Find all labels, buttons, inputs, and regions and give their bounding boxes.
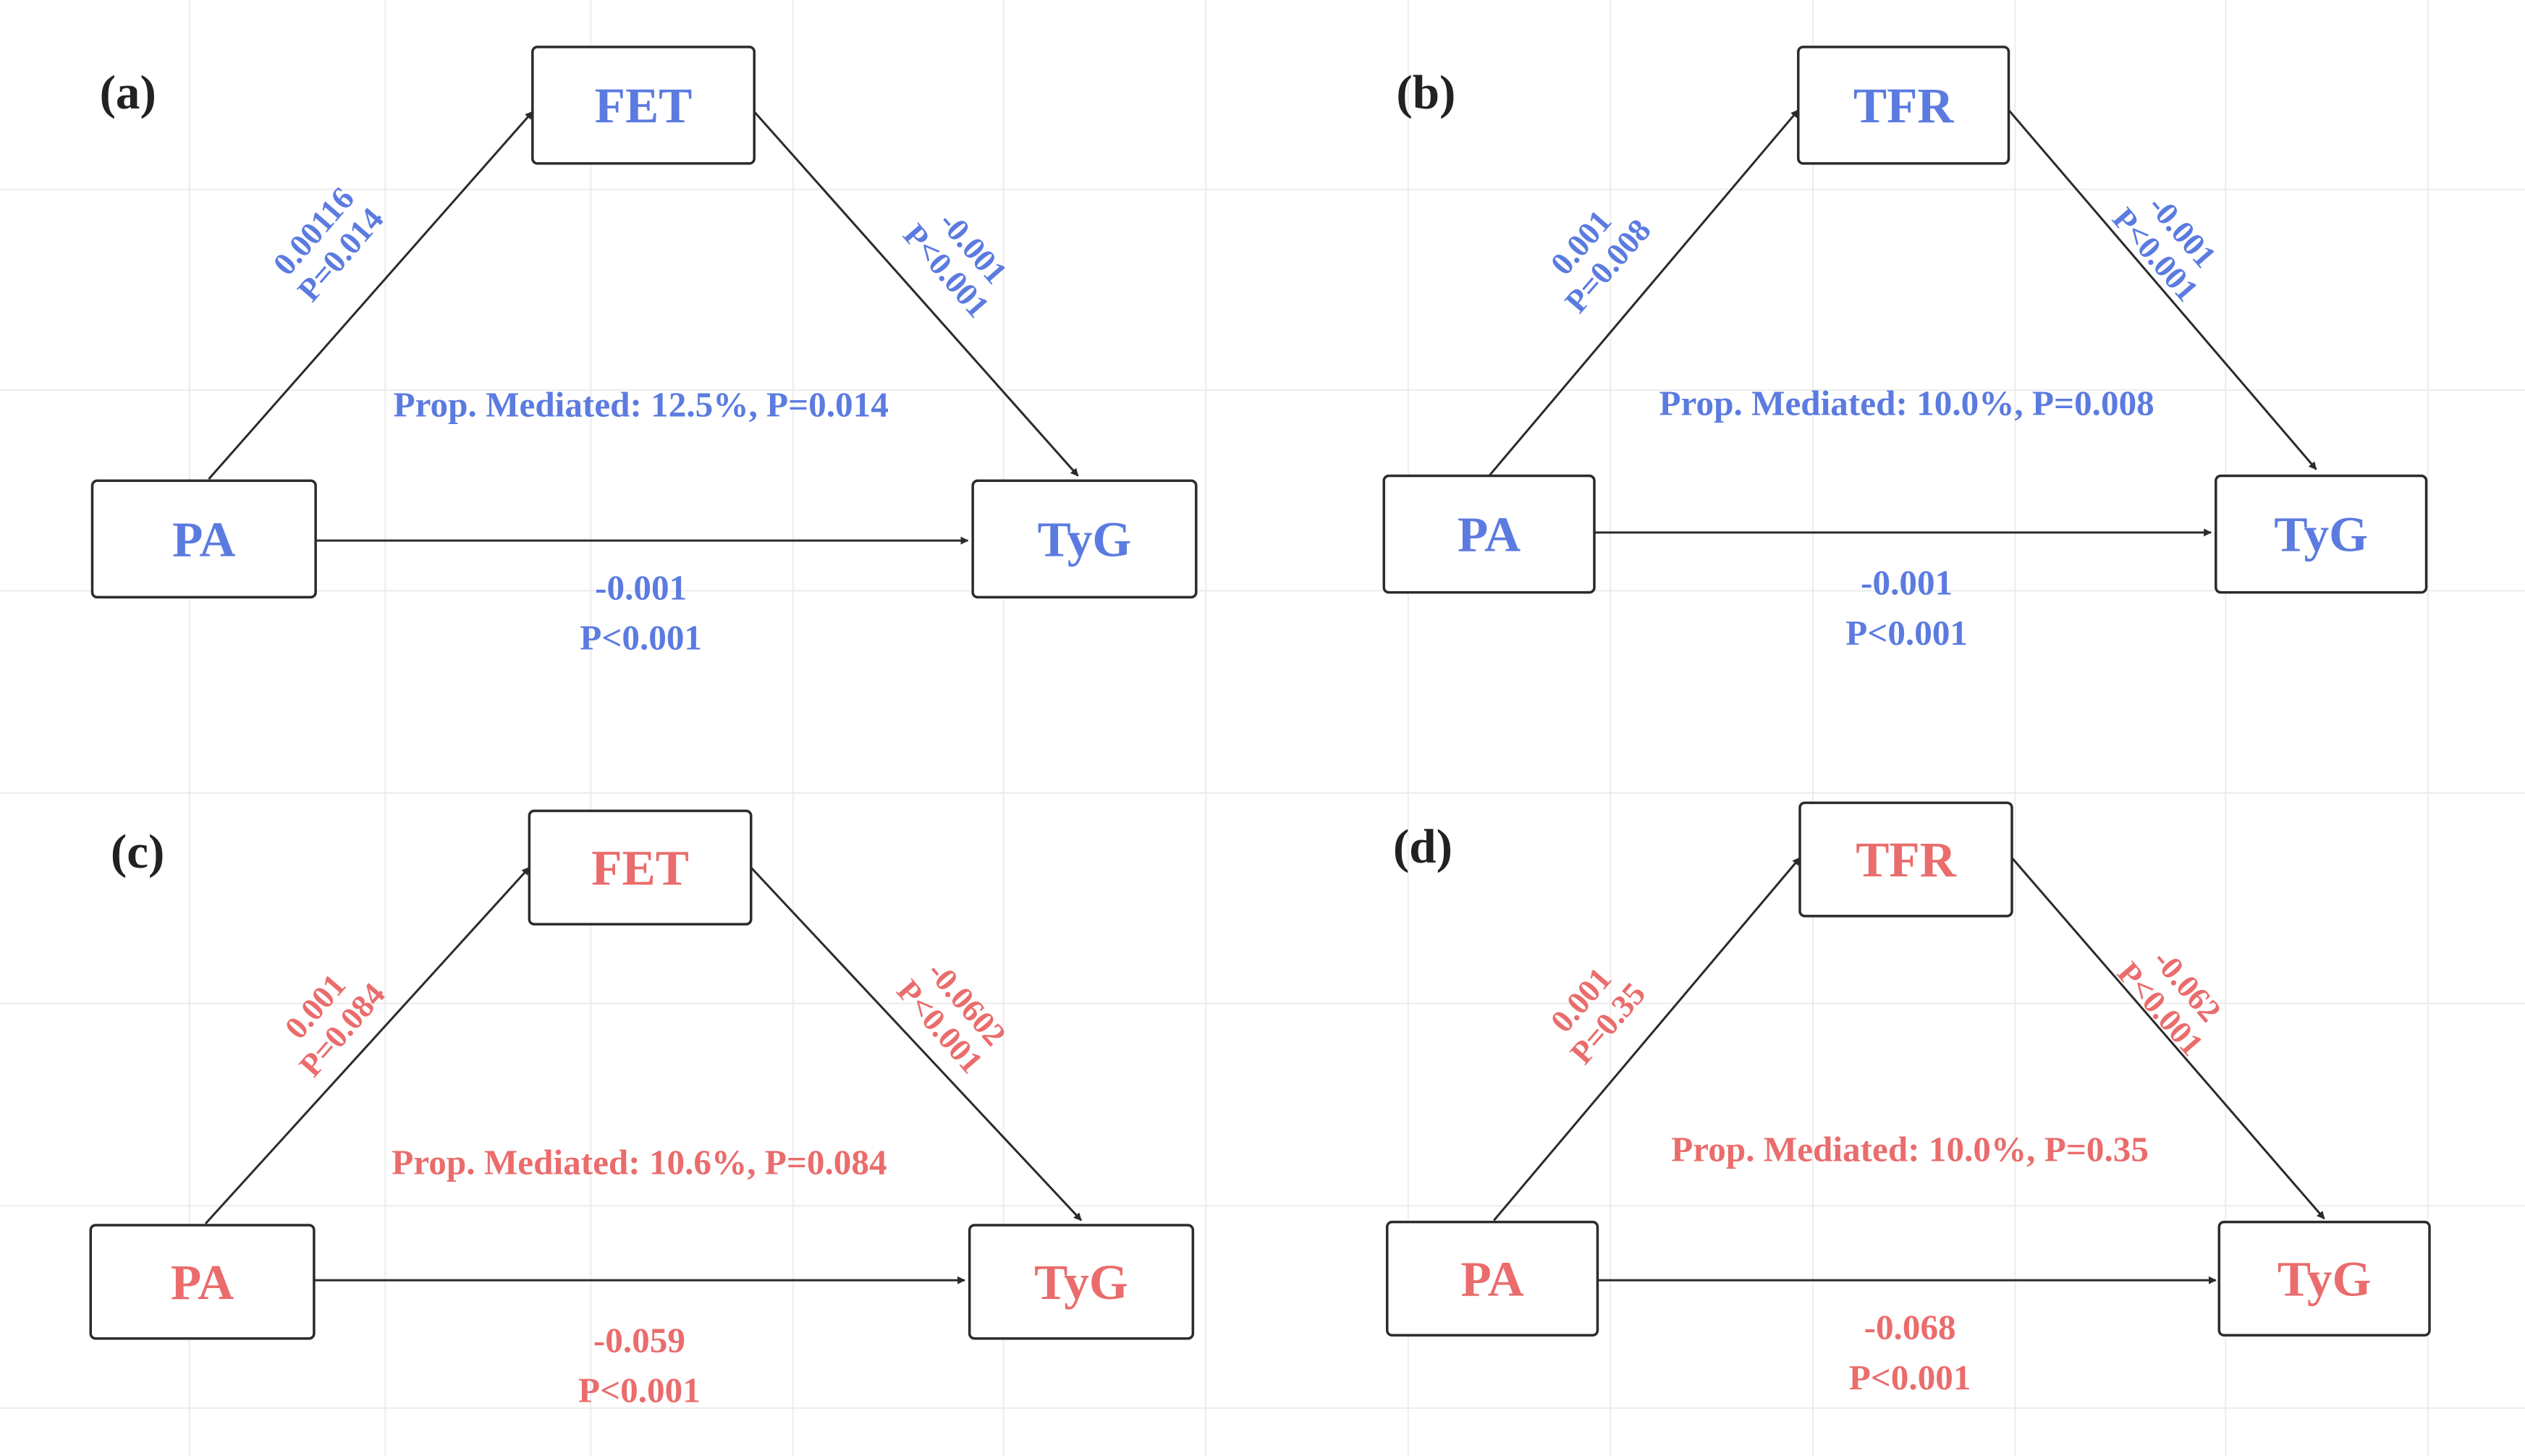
path-b-arrow — [2008, 109, 2317, 470]
mediator-node-box — [528, 809, 753, 926]
path-c-coefficient: -0.068 — [1864, 1307, 1956, 1347]
mediator-node-box — [1798, 801, 2013, 918]
panel-label: (b) — [1396, 65, 1455, 119]
proportion-mediated-text: Prop. Mediated: 10.0%, P=0.008 — [1659, 383, 2154, 423]
outcome-node-label: TyG — [1034, 1254, 1128, 1310]
path-c-p-value: P<0.001 — [1849, 1358, 1971, 1397]
panel-label: (a) — [100, 65, 156, 119]
exposure-node-box — [90, 479, 317, 599]
outcome-node-box — [2215, 474, 2428, 594]
exposure-node-label: PA — [1460, 1250, 1523, 1306]
path-a-arrow — [204, 866, 530, 1224]
path-c-p-value: P<0.001 — [1845, 613, 1968, 653]
outcome-node-label: TyG — [2274, 507, 2368, 562]
panel-label: (d) — [1393, 819, 1452, 873]
mediator-node-label: TFR — [1856, 831, 1957, 887]
path-c-coefficient: -0.059 — [593, 1320, 685, 1360]
exposure-node-box — [1385, 1220, 1599, 1337]
path-a-arrow — [1493, 857, 1801, 1222]
path-c-p-value: P<0.001 — [578, 1371, 701, 1410]
mediator-node-box — [531, 46, 756, 165]
outcome-node-box — [968, 1224, 1195, 1340]
exposure-node-label: PA — [171, 1254, 234, 1310]
outcome-node-box — [971, 479, 1198, 599]
proportion-mediated-text: Prop. Mediated: 10.0%, P=0.35 — [1671, 1129, 2149, 1169]
exposure-node-label: PA — [172, 511, 235, 567]
panel-label: (c) — [111, 824, 164, 879]
path-b-arrow — [753, 111, 1079, 477]
path-b-arrow — [750, 866, 1083, 1222]
mediator-node-label: TFR — [1853, 77, 1955, 133]
mediator-node-box — [1797, 46, 2010, 165]
mediator-node-label: FET — [591, 839, 689, 895]
path-b-arrow — [2010, 857, 2325, 1220]
path-c-p-value: P<0.001 — [580, 618, 702, 658]
path-c-coefficient: -0.001 — [595, 567, 687, 607]
outcome-node-label: TyG — [1038, 511, 1132, 567]
proportion-mediated-text: Prop. Mediated: 12.5%, P=0.014 — [394, 385, 889, 425]
path-a-arrow — [208, 111, 533, 481]
path-a-arrow — [1488, 109, 1799, 477]
exposure-node-label: PA — [1458, 507, 1521, 562]
path-c-coefficient: -0.001 — [1861, 563, 1953, 603]
outcome-node-box — [2217, 1220, 2431, 1337]
exposure-node-box — [89, 1224, 316, 1340]
outcome-node-label: TyG — [2277, 1250, 2372, 1306]
mediator-node-label: FET — [595, 77, 693, 133]
proportion-mediated-text: Prop. Mediated: 10.6%, P=0.084 — [392, 1142, 887, 1182]
exposure-node-box — [1382, 474, 1596, 594]
